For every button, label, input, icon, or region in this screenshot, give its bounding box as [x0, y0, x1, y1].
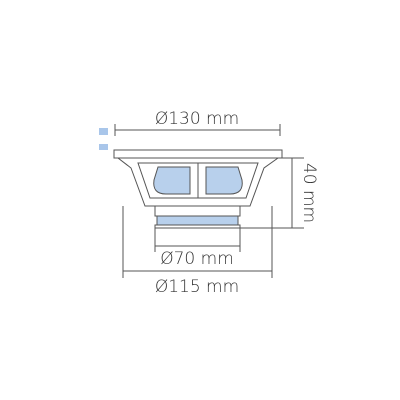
- basket-window-right: [205, 166, 243, 195]
- basket-diameter-label: Ø115 mm: [155, 277, 239, 297]
- basket-windows: [153, 166, 243, 195]
- height-label: 40 mm: [299, 163, 319, 223]
- mount-tab-left-lower: [99, 144, 108, 150]
- magnet-diameter-dimension: [154, 228, 241, 252]
- mount-tab-left: [99, 128, 108, 135]
- basket-window-left: [153, 166, 191, 195]
- top-diameter-label: Ø130 mm: [155, 109, 239, 129]
- basket-diameter-dimension: [122, 206, 273, 278]
- top-diameter-dimension: [114, 124, 281, 136]
- magnet-diameter-label: Ø70 mm: [160, 249, 234, 269]
- magnet: [154, 205, 241, 229]
